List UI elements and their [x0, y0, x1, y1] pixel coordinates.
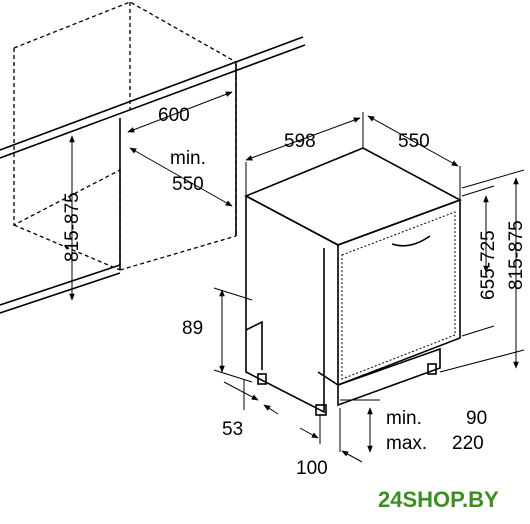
appliance-height-dimension: 815-875 — [439, 169, 527, 373]
plinth-max-value: 220 — [452, 433, 484, 454]
niche-min-dimension: min. 550 — [129, 147, 233, 207]
plinth-range-dimension: min. 90 max. 220 — [340, 399, 487, 454]
appliance-depth-label: 550 — [398, 131, 430, 152]
plinth-height-dimension: 89 — [182, 287, 253, 383]
plinth-max-label: max. — [386, 433, 427, 454]
cabinet-niche — [0, 1, 306, 314]
dishwasher — [244, 147, 462, 416]
toe-depth-dimension: 100 — [296, 408, 363, 479]
cabinet-depth-label: 600 — [158, 105, 190, 126]
niche-min-label: min. — [170, 148, 206, 169]
niche-height-dimension: 815-875 — [62, 135, 83, 301]
plinth-min-value: 90 — [466, 408, 487, 429]
foot-offset-dimension: 53 — [222, 380, 279, 440]
plinth-height-label: 89 — [182, 318, 203, 339]
appliance-depth-dimension: 550 — [367, 115, 461, 200]
appliance-width-dimension: 598 — [245, 112, 364, 196]
appliance-height-label: 815-875 — [506, 220, 527, 290]
door-height-dimension: 655-725 — [461, 185, 499, 337]
appliance-width-label: 598 — [284, 131, 316, 152]
foot-offset-label: 53 — [222, 419, 243, 440]
niche-height-label: 815-875 — [62, 192, 83, 262]
toe-depth-label: 100 — [296, 458, 328, 479]
niche-min-value: 550 — [172, 174, 204, 195]
plinth-min-label: min. — [386, 408, 422, 429]
cabinet-depth-dimension: 600 — [127, 91, 233, 133]
watermark: 24SHOP.BY — [378, 487, 499, 512]
door-height-label: 655-725 — [478, 230, 499, 300]
